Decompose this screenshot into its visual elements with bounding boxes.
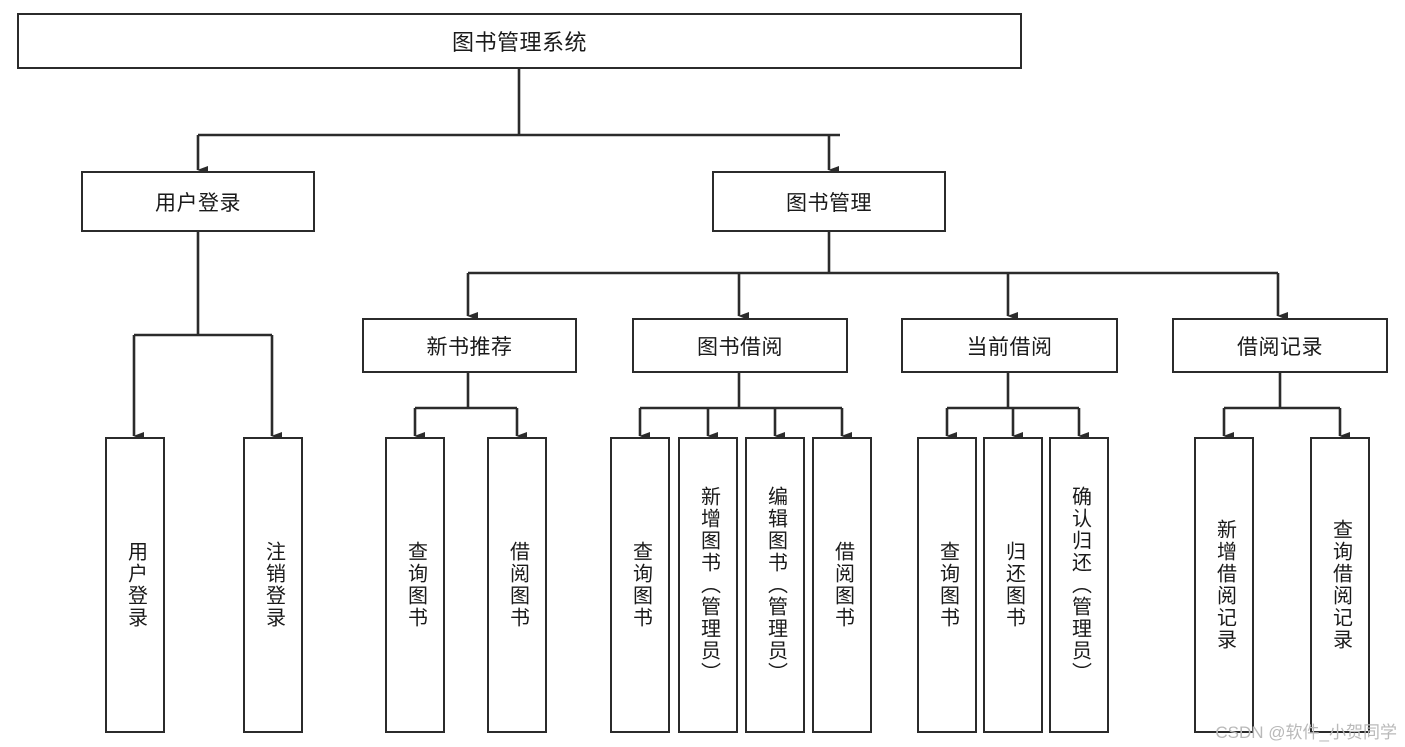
node-leaf-query-book-rec-label: 查询图书: [404, 541, 427, 629]
node-leaf-borrow-book-rec[interactable]: 借阅图书: [487, 437, 547, 733]
node-leaf-add-borrow-record[interactable]: 新增借阅记录: [1194, 437, 1254, 733]
node-leaf-add-borrow-record-label: 新增借阅记录: [1213, 519, 1236, 651]
node-borrow-record-label: 借阅记录: [1237, 335, 1323, 359]
node-root[interactable]: 图书管理系统: [17, 13, 1022, 69]
node-borrow-record[interactable]: 借阅记录: [1172, 318, 1388, 373]
node-leaf-user-login-label: 用户登录: [124, 541, 147, 629]
node-leaf-borrow-book[interactable]: 借阅图书: [812, 437, 872, 733]
node-leaf-add-book-admin[interactable]: 新增图书（管理员）: [678, 437, 738, 733]
node-leaf-query-book-borrow-label: 查询图书: [629, 541, 652, 629]
node-book-borrow[interactable]: 图书借阅: [632, 318, 848, 373]
node-leaf-query-book-current[interactable]: 查询图书: [917, 437, 977, 733]
node-book-manage-label: 图书管理: [786, 191, 872, 215]
node-leaf-query-book-rec[interactable]: 查询图书: [385, 437, 445, 733]
node-leaf-user-logout-label: 注销登录: [262, 541, 285, 629]
node-leaf-borrow-book-rec-label: 借阅图书: [506, 541, 529, 629]
node-leaf-confirm-return-admin[interactable]: 确认归还（管理员）: [1049, 437, 1109, 733]
node-leaf-confirm-return-admin-label: 确认归还（管理员）: [1068, 486, 1091, 684]
node-leaf-user-logout[interactable]: 注销登录: [243, 437, 303, 733]
node-leaf-return-book-label: 归还图书: [1002, 541, 1025, 629]
node-new-book-recommend-label: 新书推荐: [426, 335, 513, 359]
node-current-borrow-label: 当前借阅: [966, 335, 1053, 359]
node-leaf-query-borrow-record-label: 查询借阅记录: [1329, 519, 1352, 651]
node-book-borrow-label: 图书借阅: [697, 335, 783, 359]
node-root-label: 图书管理系统: [451, 30, 587, 55]
node-leaf-add-book-admin-label: 新增图书（管理员）: [697, 486, 720, 684]
node-new-book-recommend[interactable]: 新书推荐: [362, 318, 577, 373]
node-current-borrow[interactable]: 当前借阅: [901, 318, 1118, 373]
node-leaf-edit-book-admin-label: 编辑图书（管理员）: [764, 486, 787, 684]
node-leaf-query-book-current-label: 查询图书: [936, 541, 959, 629]
node-leaf-user-login[interactable]: 用户登录: [105, 437, 165, 733]
node-user-login[interactable]: 用户登录: [81, 171, 315, 232]
node-user-login-label: 用户登录: [155, 191, 241, 215]
node-leaf-query-borrow-record[interactable]: 查询借阅记录: [1310, 437, 1370, 733]
node-leaf-return-book[interactable]: 归还图书: [983, 437, 1043, 733]
node-leaf-edit-book-admin[interactable]: 编辑图书（管理员）: [745, 437, 805, 733]
node-book-manage[interactable]: 图书管理: [712, 171, 946, 232]
node-leaf-borrow-book-label: 借阅图书: [831, 541, 854, 629]
node-leaf-query-book-borrow[interactable]: 查询图书: [610, 437, 670, 733]
